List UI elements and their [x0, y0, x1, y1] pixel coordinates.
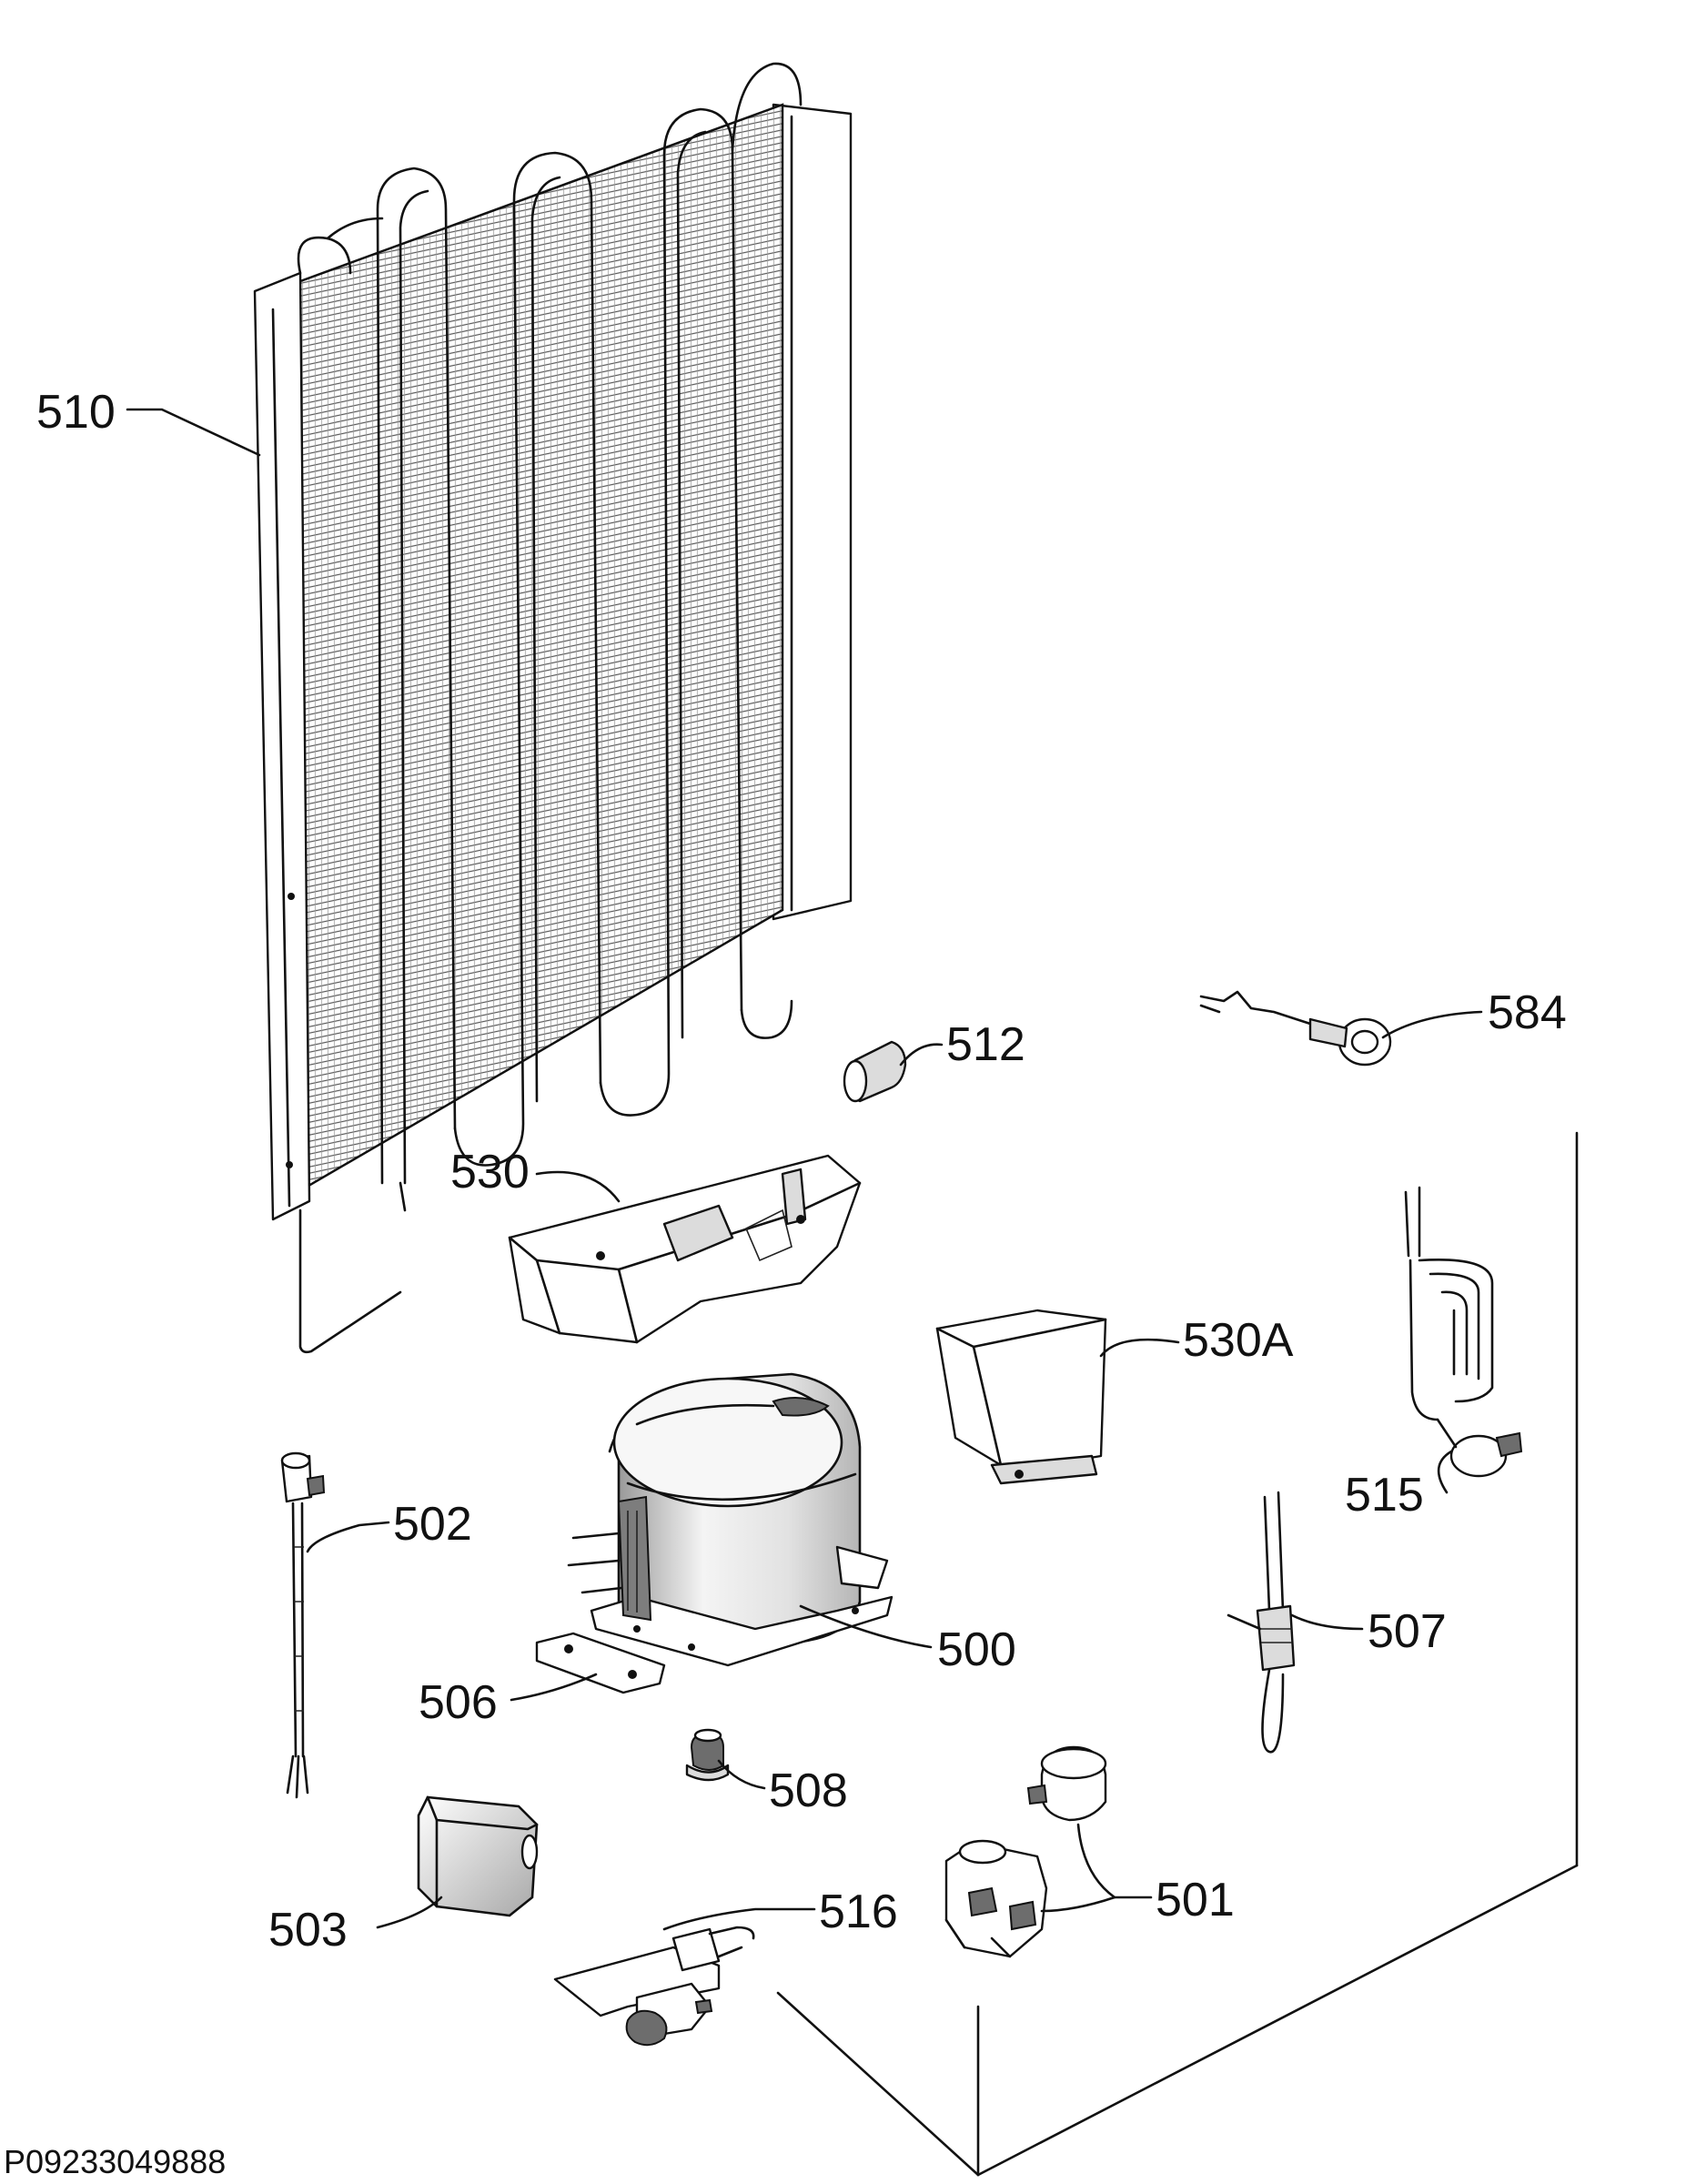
callout-530a: 530A: [1183, 1314, 1294, 1367]
condenser-illustration: [253, 62, 853, 1354]
overload-lead-illustration: [280, 1451, 326, 1799]
callout-516: 516: [819, 1886, 898, 1938]
callout-530: 530: [450, 1146, 530, 1198]
document-id: P09233049888: [4, 2143, 226, 2180]
thermostat-sensor-illustration: [1227, 1491, 1296, 1754]
callout-515: 515: [1345, 1469, 1424, 1522]
terminal-bracket-illustration: [553, 1926, 755, 2047]
callout-502: 502: [393, 1498, 472, 1551]
drip-tray-illustration: [508, 1154, 862, 1344]
callout-510: 510: [36, 386, 116, 439]
compressor-illustration: [567, 1372, 893, 1667]
callout-506: 506: [419, 1676, 498, 1729]
drip-tray-cup-illustration: [935, 1309, 1107, 1485]
capacitor-illustration: [417, 1795, 539, 1917]
cabinet-outline: [776, 1131, 1579, 2177]
callout-500: 500: [937, 1623, 1016, 1676]
callout-584: 584: [1488, 986, 1567, 1039]
callout-507: 507: [1368, 1605, 1447, 1658]
mounting-plate-illustration: [535, 1632, 666, 1694]
callout-501: 501: [1156, 1874, 1235, 1926]
callout-512: 512: [946, 1018, 1025, 1071]
heater-element-illustration: [1404, 1186, 1523, 1478]
relay-and-protector-illustration: [944, 1745, 1107, 1958]
thermal-probe-illustration: [1199, 990, 1392, 1067]
callout-508: 508: [769, 1764, 848, 1817]
leader-lines: [126, 408, 1483, 1931]
tube-sleeve-illustration: [843, 1040, 907, 1103]
grommet-illustration: [685, 1728, 730, 1782]
callout-503: 503: [268, 1904, 348, 1956]
